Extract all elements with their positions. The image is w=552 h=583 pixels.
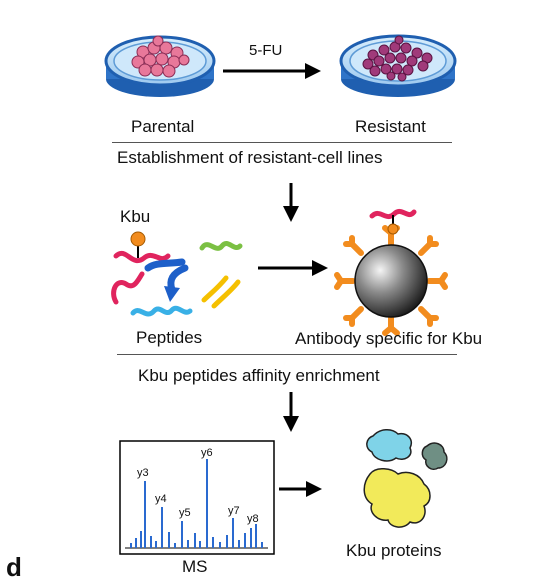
down-arrow-1	[283, 183, 299, 222]
kbu-proteins-icon	[363, 429, 448, 528]
antibody-label: Antibody specific for Kbu	[295, 329, 483, 348]
peak-label-y8: y8	[247, 513, 259, 525]
kbu-modification-icon	[130, 231, 146, 258]
panel-letter: d	[6, 552, 22, 582]
identification-arrow	[279, 481, 322, 497]
divider-2	[117, 354, 457, 355]
treatment-arrow	[223, 63, 321, 79]
resistant-label: Resistant	[355, 117, 426, 136]
ms-label: MS	[182, 557, 208, 576]
peptides-label: Peptides	[136, 328, 203, 347]
enrichment-arrow	[258, 260, 328, 276]
step2-caption: Kbu peptides affinity enrichment	[138, 366, 380, 385]
peak-label-y7: y7	[228, 505, 240, 517]
antibody-bead-icon	[334, 208, 448, 336]
down-arrow-2	[283, 392, 299, 432]
resistant-cells-icon	[362, 35, 433, 82]
parental-cells-icon	[131, 35, 190, 78]
peak-label-y4: y4	[155, 493, 167, 505]
peak-label-y3: y3	[137, 467, 149, 479]
peptides-icon	[111, 241, 243, 317]
treatment-label: 5-FU	[249, 42, 283, 59]
kbu-label: Kbu	[120, 207, 151, 226]
peak-label-y6: y6	[201, 447, 213, 459]
step1-caption: Establishment of resistant-cell lines	[117, 148, 383, 167]
ms-spectrum-chart: y3 y4 y5 y6 y7 y8	[119, 440, 275, 555]
proteins-label: Kbu proteins	[346, 541, 442, 560]
divider-1	[112, 142, 452, 143]
parental-label: Parental	[131, 117, 195, 136]
peak-label-y5: y5	[179, 507, 191, 519]
